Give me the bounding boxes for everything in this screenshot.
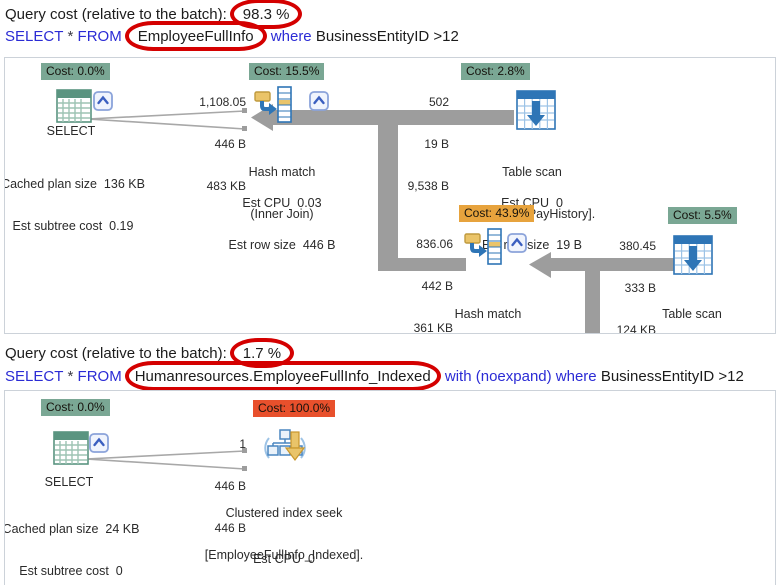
- plan-panel-2: Cost: 0.0% SELECT Cached plan size 24 KB…: [4, 390, 776, 585]
- hash-match-icon[interactable]: [254, 86, 296, 124]
- sql-keyword: FROM: [77, 367, 122, 385]
- query-cost-label-2: Query cost (relative to the batch):: [5, 344, 227, 362]
- plan-panel-1: Cost: 0.0% SELECT Cached plan size 136 K…: [4, 57, 776, 334]
- index-seek-icon[interactable]: [263, 424, 307, 470]
- collapse-chevron-icon[interactable]: [89, 433, 109, 453]
- query-cost-line-2: Query cost (relative to the batch): 1.7 …: [5, 338, 295, 368]
- operator-detail: Est CPU 0 Est row size 333 B: [602, 310, 775, 333]
- table-annotation-oval-1: EmployeeFullInfo: [124, 21, 267, 51]
- operator-detail: Cached plan size 24 KB Est subtree cost …: [4, 522, 140, 578]
- sql-keyword: with (noexpand) where: [444, 367, 597, 385]
- cost-badge: Cost: 2.8%: [461, 63, 530, 80]
- operator-detail: Est CPU 0 Est row size 446 B: [253, 552, 315, 566]
- row-stats: 502 19 B 9,538 B: [407, 95, 449, 193]
- sql-keyword: where: [270, 27, 312, 45]
- result-grid-icon[interactable]: [53, 431, 89, 465]
- operator-name[interactable]: Hash match (Inner Join): [248, 165, 316, 221]
- sql-table-name-2: Humanresources.EmployeeFullInfo_Indexed: [134, 367, 431, 385]
- collapse-chevron-icon[interactable]: [507, 233, 527, 253]
- cost-annotation-oval-1: 98.3 %: [229, 0, 303, 29]
- cost-badge: Cost: 0.0%: [41, 63, 110, 80]
- operator-name[interactable]: SELECT: [44, 475, 94, 489]
- sql-predicate-2: BusinessEntityID >12: [600, 367, 744, 385]
- collapse-chevron-icon[interactable]: [309, 91, 329, 111]
- row-stats: 1 446 B 446 B: [214, 437, 246, 535]
- sql-star: *: [67, 27, 74, 45]
- sql-text-2: SELECT * FROM Humanresources.EmployeeFul…: [5, 361, 744, 391]
- sql-keyword: FROM: [77, 27, 122, 45]
- cost-badge: Cost: 5.5%: [668, 207, 737, 224]
- table-scan-icon[interactable]: [516, 89, 556, 131]
- sql-star: *: [67, 367, 74, 385]
- table-annotation-oval-2: Humanresources.EmployeeFullInfo_Indexed: [124, 361, 441, 391]
- operator-name[interactable]: Table scan [Employee].: [662, 307, 722, 321]
- query-cost-value-1: 98.3 %: [242, 5, 290, 23]
- cost-badge: Cost: 0.0%: [41, 399, 110, 416]
- cost-badge: Cost: 15.5%: [249, 63, 325, 80]
- sql-keyword: SELECT: [5, 367, 64, 385]
- operator-name[interactable]: Clustered index seek [EmployeeFullInfo_I…: [204, 506, 364, 562]
- operator-detail: Est CPU 0.08 Est row size 442 B: [398, 310, 578, 333]
- operator-name[interactable]: Hash match (Inner Join): [454, 307, 522, 321]
- row-stats: 836.06 442 B 361 KB: [413, 237, 453, 334]
- query-cost-label-1: Query cost (relative to the batch):: [5, 5, 227, 23]
- hash-match-icon[interactable]: [464, 228, 506, 266]
- sql-text-1: SELECT * FROM EmployeeFullInfo where Bus…: [5, 21, 459, 51]
- cost-badge: Cost: 43.9%: [459, 205, 535, 222]
- query-cost-line-1: Query cost (relative to the batch): 98.3…: [5, 0, 303, 29]
- sql-keyword: SELECT: [5, 27, 64, 45]
- operator-detail: Cached plan size 136 KB Est subtree cost…: [4, 177, 145, 233]
- row-stats: 1,108.05 446 B 483 KB: [199, 95, 246, 193]
- sql-table-name-1: EmployeeFullInfo: [137, 27, 254, 45]
- operator-detail: Est CPU 0.03 Est row size 446 B: [228, 196, 336, 252]
- sql-predicate-1: BusinessEntityID >12: [315, 27, 459, 45]
- result-grid-icon[interactable]: [56, 89, 92, 123]
- query-cost-value-2: 1.7 %: [242, 344, 282, 362]
- cost-annotation-oval-2: 1.7 %: [229, 338, 295, 368]
- table-scan-icon[interactable]: [673, 234, 713, 276]
- row-stats: 380.45 333 B 124 KB: [616, 239, 656, 334]
- collapse-chevron-icon[interactable]: [93, 91, 113, 111]
- cost-badge: Cost: 100.0%: [253, 400, 336, 417]
- operator-name[interactable]: SELECT: [46, 124, 96, 138]
